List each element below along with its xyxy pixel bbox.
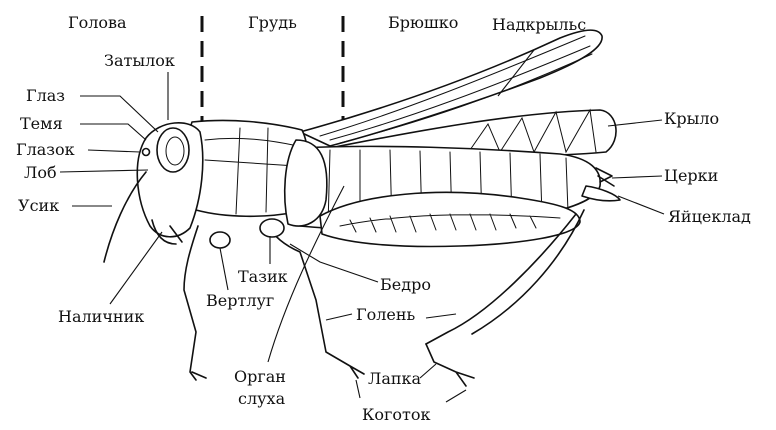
front-leg <box>184 226 206 380</box>
leader-temya <box>80 124 146 140</box>
label-zatylok: Затылок <box>104 51 175 70</box>
hind-tarsus <box>426 344 474 386</box>
coxa <box>260 219 284 237</box>
label-vertlug: Вертлуг <box>206 291 274 310</box>
label-tazik: Тазик <box>238 267 288 286</box>
label-nadkrylye: Надкрыльс <box>492 15 586 34</box>
middle-leg <box>266 222 364 378</box>
label-nalichnik: Наличник <box>58 307 144 326</box>
label-yaytseklad: Яйцеклад <box>668 207 751 226</box>
label-cerki: Церки <box>664 166 718 185</box>
trochanter <box>210 232 230 248</box>
leader-golen-right <box>426 314 456 318</box>
label-krylo: Крыло <box>664 109 719 128</box>
leader-glaz <box>80 96 158 132</box>
ocellus <box>143 149 150 156</box>
leader-yaytseklad <box>618 196 664 214</box>
section-thorax-label: Грудь <box>248 13 297 32</box>
leader-nalichnik <box>110 232 162 304</box>
label-organ-line1: Орган <box>234 367 286 386</box>
leader-glazok <box>88 150 140 152</box>
label-usik: Усик <box>18 196 59 215</box>
leader-kogotok-left <box>356 380 360 398</box>
label-golen: Голень <box>356 305 416 324</box>
label-kogotok: Коготок <box>362 405 431 424</box>
leader-vertlug <box>220 248 228 290</box>
label-temya: Темя <box>20 114 63 133</box>
leader-krylo <box>608 120 662 126</box>
label-bedro: Бедро <box>380 275 431 294</box>
label-glazok: Глазок <box>16 140 75 159</box>
grasshopper-drawing <box>104 30 620 386</box>
leader-lob <box>60 170 148 172</box>
mesothorax <box>285 140 327 226</box>
section-head-label: Голова <box>68 13 127 32</box>
leader-lapka <box>420 364 436 378</box>
label-lapka: Лапка <box>368 369 422 388</box>
section-abdomen-label: Брюшко <box>388 13 458 32</box>
leader-golen <box>326 314 352 320</box>
label-organ-line2: слуха <box>238 389 286 408</box>
leader-cerki <box>612 176 662 178</box>
label-lob: Лоб <box>24 163 57 182</box>
label-glaz: Глаз <box>26 86 65 105</box>
leader-kogotok-right <box>446 390 466 402</box>
section-dividers <box>202 16 343 132</box>
